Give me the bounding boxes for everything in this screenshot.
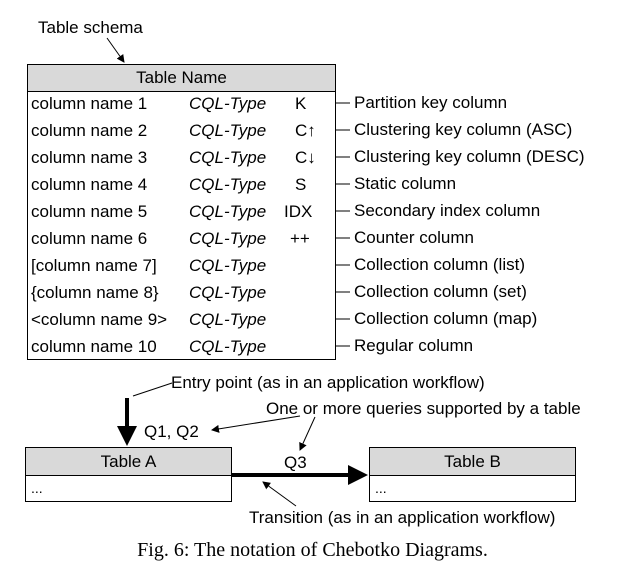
- schema-pointer-arrow: [106, 37, 125, 63]
- column-marker: S: [295, 175, 307, 194]
- table-b-body: ...: [375, 480, 387, 496]
- query-left-label: Q1, Q2: [144, 422, 199, 441]
- column-name: [column name 7]: [31, 256, 157, 275]
- column-name: column name 1: [31, 94, 148, 113]
- column-name: column name 3: [31, 148, 148, 167]
- table-a-header: Table A: [26, 448, 231, 476]
- table-a-name: Table A: [100, 451, 157, 471]
- column-marker: ++: [290, 229, 310, 248]
- table-name: Table Name: [136, 68, 227, 87]
- column-type: CQL-Type: [189, 148, 267, 167]
- table-b-box: Table B ...: [369, 447, 576, 502]
- row-annotation: Counter column: [354, 228, 475, 247]
- entry-point-arrowhead: [117, 426, 137, 446]
- row-annotation: Clustering key column (ASC): [354, 120, 573, 139]
- transition-label-pointer: [262, 481, 297, 507]
- query-right-label: Q3: [284, 453, 307, 472]
- column-marker: K: [295, 94, 307, 113]
- column-type: CQL-Type: [189, 94, 267, 113]
- column-type: CQL-Type: [189, 256, 267, 275]
- schema-label: Table schema: [38, 18, 143, 37]
- column-type: CQL-Type: [189, 175, 267, 194]
- column-type: CQL-Type: [189, 121, 267, 140]
- column-name: <column name 9>: [31, 310, 168, 329]
- column-name: {column name 8}: [31, 283, 159, 302]
- row-annotation: Secondary index column: [354, 201, 541, 220]
- row-annotation: Collection column (set): [354, 282, 527, 301]
- column-name: column name 2: [31, 121, 148, 140]
- table-a-body: ...: [31, 480, 43, 496]
- table-b-header: Table B: [370, 448, 575, 476]
- column-type: CQL-Type: [189, 337, 267, 356]
- entry-label-pointer: [132, 382, 173, 397]
- column-marker: IDX: [284, 202, 313, 221]
- entry-point-label: Entry point (as in an application workfl…: [171, 373, 485, 392]
- column-name: column name 4: [31, 175, 148, 194]
- column-marker: C↑: [295, 121, 316, 140]
- table-name-header: Table Name: [28, 65, 335, 92]
- figure-caption: Fig. 6: The notation of Chebotko Diagram…: [137, 539, 488, 561]
- column-name: column name 10: [31, 337, 157, 356]
- row-annotation: Collection column (list): [354, 255, 525, 274]
- column-name: column name 5: [31, 202, 148, 221]
- transition-arrowhead: [348, 465, 368, 485]
- table-a-box: Table A ...: [25, 447, 232, 502]
- column-type: CQL-Type: [189, 229, 267, 248]
- column-type: CQL-Type: [189, 202, 267, 221]
- row-annotation: Partition key column: [354, 93, 508, 112]
- transition-label: Transition (as in an application workflo…: [249, 508, 556, 527]
- row-annotation: Clustering key column (DESC): [354, 147, 585, 166]
- column-type: CQL-Type: [189, 310, 267, 329]
- column-type: CQL-Type: [189, 283, 267, 302]
- row-annotation: Regular column: [354, 336, 474, 355]
- queries-pointer-right: [299, 416, 316, 451]
- row-annotation: Static column: [354, 174, 457, 193]
- queries-pointer-left: [211, 415, 301, 433]
- column-name: column name 6: [31, 229, 148, 248]
- queries-label: One or more queries supported by a table: [266, 399, 581, 418]
- row-annotation: Collection column (map): [354, 309, 538, 328]
- table-b-name: Table B: [444, 451, 501, 471]
- column-marker: C↓: [295, 148, 316, 167]
